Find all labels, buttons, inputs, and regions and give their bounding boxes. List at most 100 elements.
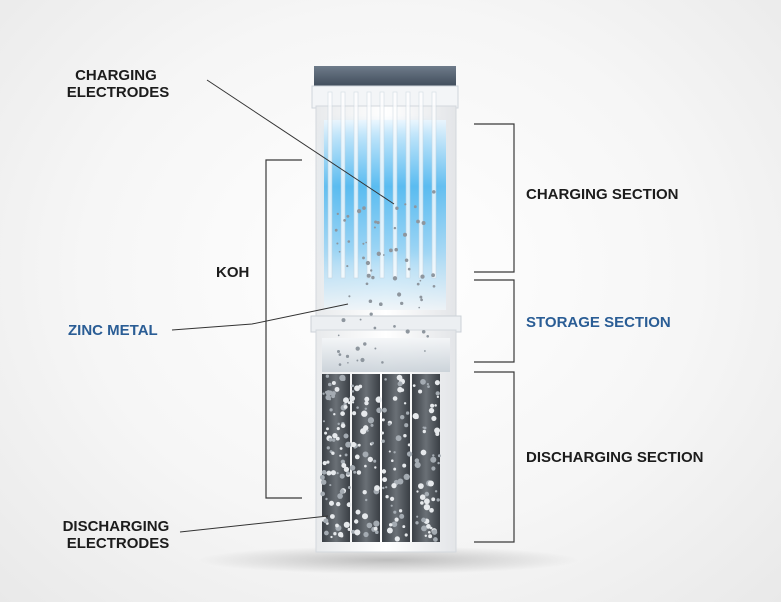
zinc-deposit bbox=[434, 427, 441, 434]
zinc-deposit bbox=[424, 491, 430, 497]
zinc-deposit bbox=[373, 520, 380, 527]
zinc-deposit bbox=[367, 417, 375, 424]
zinc-deposit bbox=[347, 486, 351, 489]
zinc-deposit bbox=[362, 490, 367, 495]
zinc-deposit bbox=[418, 389, 423, 394]
zinc-deposit bbox=[415, 521, 419, 525]
zinc-deposit bbox=[381, 439, 385, 443]
charging-electrode-plates bbox=[327, 91, 437, 279]
zinc-deposit bbox=[334, 386, 340, 392]
charging-electrode-plate bbox=[327, 91, 333, 279]
zinc-deposit bbox=[403, 473, 410, 480]
zinc-particle bbox=[392, 276, 398, 281]
zinc-deposit bbox=[367, 456, 373, 463]
zinc-deposit bbox=[428, 534, 433, 539]
zinc-particle bbox=[362, 256, 365, 260]
zinc-deposit bbox=[323, 518, 329, 524]
zinc-deposit bbox=[361, 513, 369, 520]
zinc-deposit bbox=[364, 407, 368, 411]
zinc-deposit bbox=[343, 404, 348, 409]
zinc-deposit bbox=[331, 381, 336, 385]
zinc-particle bbox=[376, 221, 380, 225]
zinc-deposit bbox=[364, 400, 369, 406]
zinc-deposit bbox=[403, 402, 407, 405]
zinc-deposit bbox=[332, 432, 338, 439]
zinc-deposit bbox=[375, 396, 382, 403]
zinc-particle bbox=[426, 334, 430, 338]
zinc-deposit bbox=[325, 497, 328, 501]
zinc-particle bbox=[394, 247, 398, 252]
zinc-deposit bbox=[385, 495, 389, 499]
zinc-deposit bbox=[434, 490, 438, 493]
zinc-deposit bbox=[418, 483, 424, 489]
discharging-electrodes-label: DISCHARGING ELECTRODES bbox=[63, 518, 174, 552]
zinc-deposit bbox=[351, 401, 355, 404]
zinc-deposit bbox=[434, 404, 437, 407]
charging-electrode-plate bbox=[366, 91, 372, 279]
zinc-deposit bbox=[414, 458, 420, 463]
zinc-deposit bbox=[392, 396, 398, 401]
zinc-deposit bbox=[434, 380, 440, 386]
zinc-deposit bbox=[357, 443, 361, 447]
zinc-particle bbox=[393, 226, 397, 230]
zinc-deposit bbox=[397, 478, 404, 485]
zinc-deposit bbox=[391, 459, 394, 462]
zinc-deposit bbox=[433, 537, 438, 542]
zinc-particle bbox=[420, 298, 423, 302]
zinc-deposit bbox=[382, 486, 385, 490]
zinc-deposit bbox=[356, 470, 362, 475]
zinc-particle bbox=[363, 342, 367, 346]
zinc-deposit bbox=[335, 523, 339, 528]
zinc-particle bbox=[338, 353, 342, 356]
zinc-deposit bbox=[340, 459, 346, 464]
zinc-deposit bbox=[340, 411, 345, 416]
zinc-deposit bbox=[362, 451, 369, 458]
zinc-deposit bbox=[341, 463, 347, 468]
zinc-particle bbox=[366, 273, 371, 278]
zinc-deposit bbox=[374, 466, 377, 469]
zinc-deposit bbox=[333, 412, 336, 416]
zinc-deposit bbox=[393, 467, 397, 471]
zinc-deposit bbox=[328, 398, 332, 401]
zinc-deposit bbox=[384, 378, 387, 381]
zinc-deposit bbox=[364, 464, 367, 468]
zinc-particle bbox=[365, 241, 368, 244]
zinc-deposit bbox=[346, 502, 352, 508]
zinc-deposit bbox=[365, 498, 368, 502]
koh-label: KOH bbox=[216, 264, 249, 281]
zinc-deposit bbox=[436, 498, 440, 502]
zinc-deposit bbox=[393, 510, 397, 514]
zinc-particle bbox=[359, 318, 362, 321]
zinc-deposit bbox=[431, 415, 437, 421]
zinc-deposit bbox=[339, 447, 343, 450]
zinc-deposit bbox=[381, 469, 387, 474]
zinc-particle bbox=[400, 301, 404, 306]
discharging-electrode-plate bbox=[382, 374, 410, 542]
charging-electrode-plate bbox=[379, 91, 385, 279]
zinc-deposit bbox=[437, 454, 441, 458]
zinc-deposit bbox=[326, 427, 329, 431]
zinc-deposit bbox=[352, 411, 357, 416]
zinc-deposit bbox=[328, 500, 335, 506]
zinc-deposit bbox=[404, 533, 408, 537]
zinc-deposit bbox=[390, 504, 393, 507]
zinc-deposit bbox=[374, 530, 379, 535]
zinc-deposit bbox=[416, 515, 419, 518]
zinc-deposit bbox=[432, 454, 435, 457]
zinc-particle bbox=[432, 284, 436, 288]
zinc-particle bbox=[347, 361, 349, 364]
top-cap bbox=[314, 66, 456, 88]
zinc-deposit bbox=[419, 494, 426, 500]
zinc-particle bbox=[416, 219, 420, 224]
zinc-deposit bbox=[405, 411, 410, 415]
zinc-particle bbox=[389, 248, 393, 253]
zinc-deposit bbox=[373, 526, 378, 531]
zinc-deposit bbox=[420, 449, 427, 456]
zinc-deposit bbox=[353, 470, 357, 474]
zinc-deposit bbox=[343, 466, 350, 473]
zinc-deposit bbox=[412, 413, 419, 420]
zinc-deposit bbox=[355, 509, 361, 515]
zinc-particle bbox=[421, 330, 426, 334]
floor-shadow bbox=[198, 546, 578, 574]
zinc-deposit bbox=[351, 390, 355, 393]
